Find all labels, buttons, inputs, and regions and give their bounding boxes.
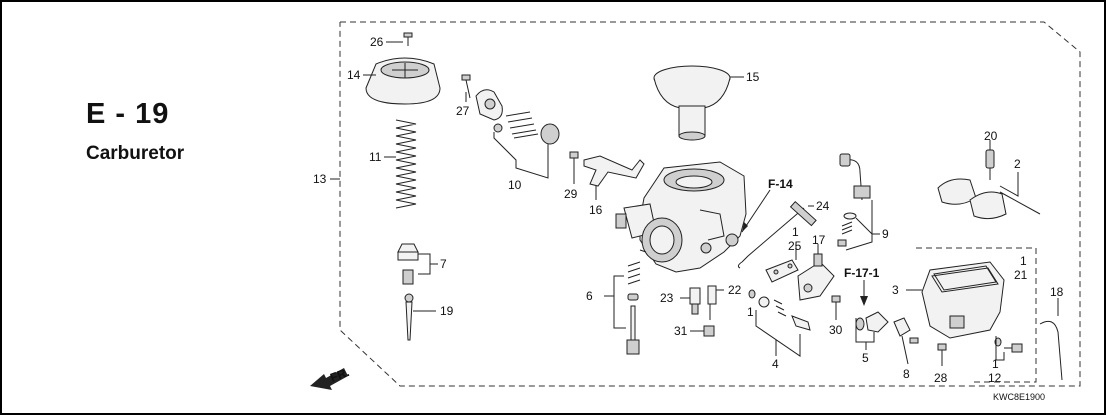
label-10: 10 <box>508 178 522 192</box>
part-19-jet-needle <box>404 293 414 341</box>
label-13: 13 <box>313 172 327 186</box>
part-11-spring <box>395 119 417 209</box>
part-12-drain-screw <box>994 337 1023 353</box>
carburetor-body <box>615 161 747 273</box>
label-8: 8 <box>903 367 910 381</box>
part-9-hose-assembly <box>837 153 871 247</box>
label-11: 11 <box>369 150 382 164</box>
label-5: 5 <box>862 351 869 365</box>
label-1-airscrew: 1 <box>747 305 754 319</box>
part-7-jet-needle-holder <box>397 243 419 285</box>
part-15-diaphragm-piston <box>653 65 731 141</box>
label-28: 28 <box>934 371 948 385</box>
title-block: E - 19 Carburetor <box>86 98 184 165</box>
part-28-screw <box>937 343 947 366</box>
label-6: 6 <box>586 289 593 303</box>
label-19: 19 <box>440 304 454 318</box>
part-23-jet <box>689 287 701 315</box>
front-marker-label: FR. <box>328 365 351 385</box>
label-25: 25 <box>788 239 802 253</box>
label-31: 31 <box>674 324 688 338</box>
label-1-drain: 1 <box>992 357 999 371</box>
label-26: 26 <box>370 35 384 49</box>
part-24-fuel-tube <box>737 200 817 269</box>
label-20: 20 <box>984 129 998 143</box>
part-27-screw <box>461 74 471 99</box>
section-code: E - 19 <box>86 98 170 130</box>
part-17-auto-choke <box>797 253 835 301</box>
label-17: 17 <box>812 233 826 247</box>
label-23: 23 <box>660 291 674 305</box>
label-29: 29 <box>564 187 578 201</box>
part-31-jet <box>703 325 715 337</box>
label-30: 30 <box>829 323 843 337</box>
label-24: 24 <box>816 199 830 213</box>
label-2: 2 <box>1014 157 1021 171</box>
float-chamber-boundary <box>916 247 1037 383</box>
part-21-gasket <box>933 265 997 291</box>
label-15: 15 <box>746 70 760 84</box>
label-22: 22 <box>728 283 742 297</box>
part-20-float-valve <box>985 149 995 180</box>
part-8-setting-plate <box>893 317 919 344</box>
part-30-screw <box>831 295 841 320</box>
part-29-screw <box>569 151 579 184</box>
label-3: 3 <box>892 283 899 297</box>
section-name: Carburetor <box>86 143 185 164</box>
part-3-float-chamber <box>921 261 1005 339</box>
part-5-drain-fitting <box>855 311 889 333</box>
label-27: 27 <box>456 104 470 118</box>
label-1-float: 1 <box>1020 254 1027 268</box>
ref-f14: F-14 <box>768 177 793 191</box>
label-7: 7 <box>440 257 447 271</box>
part-25-gasket <box>765 259 799 283</box>
part-6-jet-set <box>626 261 641 355</box>
part-4-air-screw-set <box>748 289 811 331</box>
part-18-drain-tube <box>1039 320 1063 381</box>
diagram-code: KWC8E1900 <box>993 392 1045 402</box>
label-18: 18 <box>1050 285 1064 299</box>
label-1-top: 1 <box>792 225 799 239</box>
part-2-float <box>937 178 1041 220</box>
label-16: 16 <box>589 203 603 217</box>
label-9: 9 <box>882 227 889 241</box>
label-12: 12 <box>988 371 1002 385</box>
part-16-throttle-cable-bracket <box>583 155 645 187</box>
label-14: 14 <box>347 68 361 82</box>
part-26-screw <box>403 32 413 46</box>
label-21: 21 <box>1014 268 1028 282</box>
assembly-boundary <box>339 21 1081 387</box>
ref-f171: F-17-1 <box>844 266 880 280</box>
label-4: 4 <box>772 357 779 371</box>
front-direction-arrow <box>310 368 348 390</box>
part-22-jet <box>707 285 717 320</box>
part-10-vacuum-piston-assembly <box>475 89 560 145</box>
part-14-top-cap <box>365 57 441 105</box>
